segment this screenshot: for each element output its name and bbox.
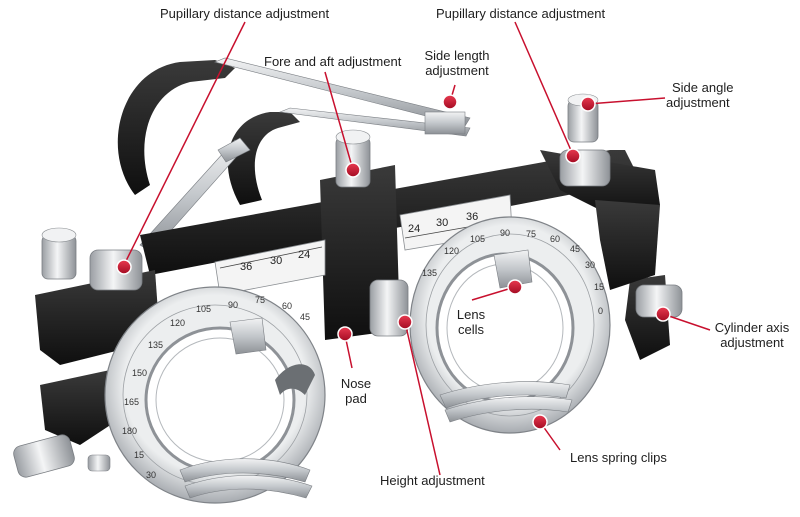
temple-arm-front: [227, 112, 300, 205]
dial-left-150: 150: [132, 368, 147, 378]
scale-left-tick-2: 24: [298, 249, 310, 261]
marker-height: [397, 314, 413, 330]
dial-left-165: 165: [124, 397, 139, 407]
knob-fore-aft: [335, 129, 371, 188]
marker-pd-right: [565, 148, 581, 164]
label-nose-pad: Nose pad: [334, 376, 378, 406]
dial-right-0: 0: [598, 306, 603, 316]
label-pupillary-distance-left: Pupillary distance adjustment: [160, 6, 330, 21]
label-side-length: Side length adjustment: [412, 48, 502, 78]
dial-right-120: 120: [444, 246, 459, 256]
leader-lines: [123, 21, 711, 476]
dial-left-135: 135: [148, 340, 163, 350]
dial-left-120: 120: [170, 318, 185, 328]
marker-cylinder-axis: [655, 306, 671, 322]
label-pupillary-distance-right: Pupillary distance adjustment: [436, 6, 606, 21]
dial-right-numbers: 135 120 105 90 75 60 45 30 15 0: [422, 228, 604, 316]
dial-right-90: 90: [500, 228, 510, 238]
label-side-angle-line1: Side angle: [672, 80, 734, 95]
label-cylinder-axis: Cylinder axis adjustment: [708, 320, 796, 350]
label-side-angle: Side angle adjustment: [666, 80, 733, 110]
label-cylinder-axis-line2: adjustment: [720, 335, 784, 350]
dial-right-105: 105: [470, 234, 485, 244]
temple-arm-back: [117, 60, 235, 195]
label-side-angle-line2: adjustment: [666, 95, 730, 110]
scale-right-tick-2: 36: [466, 211, 478, 223]
knob-pd-left-top: [41, 227, 77, 280]
scale-left-tick-1: 30: [270, 255, 282, 267]
marker-lens-cells: [507, 279, 523, 295]
lens-cell-left: [104, 286, 326, 504]
dial-left-numbers: 135 120 105 90 75 60 45 150 165 180 15 3…: [122, 295, 310, 480]
lens-tab-left: [229, 317, 267, 355]
dial-left-30: 30: [146, 470, 156, 480]
spring-clips-left: [179, 458, 313, 499]
dial-left-75: 75: [255, 295, 265, 305]
knob-pd-left: [89, 249, 143, 291]
dial-left-45: 45: [300, 312, 310, 322]
scale-plate-left: [214, 239, 326, 296]
label-lens-cells: Lens cells: [446, 307, 496, 337]
scale-right-tick-0: 24: [408, 223, 420, 235]
dial-right-60: 60: [550, 234, 560, 244]
dial-right-75: 75: [526, 229, 536, 239]
dial-right-135: 135: [422, 268, 437, 278]
label-lens-spring-clips: Lens spring clips: [570, 450, 667, 465]
scale-right-tick-1: 30: [436, 217, 448, 229]
knob-bottom-left-small: [87, 454, 111, 472]
label-side-length-line1: Side length: [424, 48, 490, 63]
label-side-length-line2: adjustment: [425, 63, 489, 78]
label-nose-pad-line1: Nose: [340, 376, 372, 391]
scale-left-tick-0: 36: [240, 261, 252, 273]
dial-right-45: 45: [570, 244, 580, 254]
lens-cell-right: [409, 216, 611, 434]
knob-bottom-left: [13, 434, 75, 478]
marker-side-angle: [580, 96, 596, 112]
label-lens-cells-line2: cells: [457, 322, 484, 337]
label-cylinder-axis-line1: Cylinder axis: [714, 320, 790, 335]
marker-nose-pad: [337, 326, 353, 342]
marker-spring-clips: [532, 414, 548, 430]
markers: [116, 94, 671, 430]
label-lens-cells-line1: Lens: [456, 307, 486, 322]
dial-left-60: 60: [282, 301, 292, 311]
dial-left-15: 15: [134, 450, 144, 460]
label-fore-and-aft: Fore and aft adjustment: [264, 54, 402, 69]
side-rods: [139, 57, 471, 253]
marker-side-length: [442, 94, 458, 110]
marker-fore-aft: [345, 162, 361, 178]
label-nose-pad-line2: pad: [345, 391, 367, 406]
dial-left-90: 90: [228, 300, 238, 310]
dial-left-105: 105: [196, 304, 211, 314]
dial-right-15: 15: [594, 282, 604, 292]
nose-pad: [275, 364, 315, 395]
lens-tab-right: [493, 249, 533, 289]
spring-clips-right: [439, 381, 573, 423]
label-height-adjustment: Height adjustment: [380, 473, 485, 488]
marker-pd-left: [116, 259, 132, 275]
dial-right-30: 30: [585, 260, 595, 270]
dial-left-180: 180: [122, 426, 137, 436]
